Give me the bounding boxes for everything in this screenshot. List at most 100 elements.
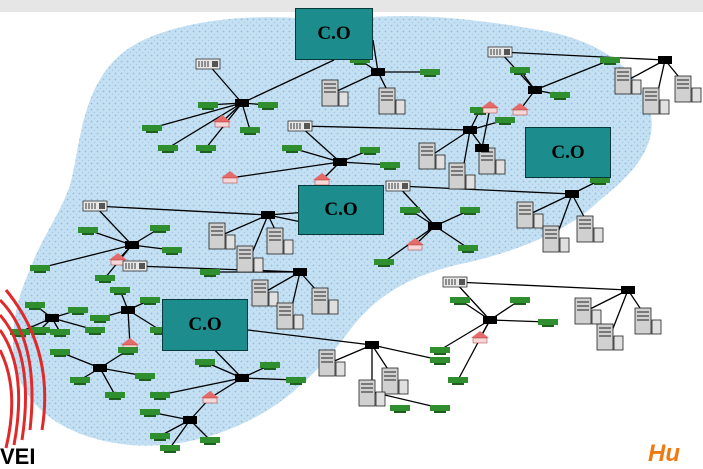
terminal-icon	[258, 102, 278, 110]
computer-tower-icon	[266, 227, 294, 255]
connection-line	[431, 129, 471, 156]
terminal-icon	[240, 127, 260, 135]
terminal-icon	[510, 67, 530, 75]
switch-node-icon	[475, 144, 489, 152]
connection-line	[247, 329, 373, 346]
switch-node-icon	[93, 364, 107, 372]
computer-tower-icon	[321, 79, 349, 107]
modem-icon	[487, 46, 513, 58]
house-icon	[511, 103, 529, 116]
terminal-icon	[448, 377, 468, 385]
terminal-icon	[470, 107, 490, 115]
connection-line	[397, 185, 573, 195]
terminal-icon	[538, 319, 558, 327]
connection-line	[454, 281, 491, 321]
terminal-icon	[390, 405, 410, 413]
connection-line	[299, 125, 341, 163]
house-icon	[471, 331, 489, 344]
switch-node-icon	[261, 211, 275, 219]
computer-tower-icon	[381, 367, 409, 395]
connection-line	[334, 71, 379, 93]
switch-node-icon	[463, 126, 477, 134]
modem-icon	[195, 58, 221, 70]
switch-node-icon	[658, 56, 672, 64]
modem-icon	[82, 200, 108, 212]
terminal-icon	[85, 327, 105, 335]
central-office-bottom-left: C.O	[162, 299, 248, 351]
terminal-icon	[350, 57, 370, 65]
terminal-icon	[374, 259, 394, 267]
computer-tower-icon	[478, 147, 506, 175]
huawei-petal-logo	[0, 289, 47, 449]
connection-line	[241, 102, 251, 131]
connection-line	[94, 205, 133, 246]
terminal-icon	[68, 307, 88, 315]
connection-line	[372, 39, 379, 73]
terminal-icon	[200, 437, 220, 445]
terminal-icon	[162, 247, 182, 255]
switch-node-icon	[365, 341, 379, 349]
switch-node-icon	[125, 241, 139, 249]
computer-tower-icon	[251, 279, 279, 307]
terminal-icon	[135, 373, 155, 381]
terminal-icon	[142, 125, 162, 133]
connection-line	[397, 185, 436, 227]
terminal-icon	[150, 392, 170, 400]
computer-tower-icon	[596, 323, 624, 351]
terminal-icon	[260, 362, 280, 370]
terminal-icon	[150, 327, 170, 335]
terminal-icon	[30, 265, 50, 273]
computer-tower-icon	[574, 297, 602, 325]
terminal-icon	[286, 377, 306, 385]
connection-line	[299, 125, 471, 131]
connection-line	[99, 367, 116, 396]
terminal-icon	[150, 433, 170, 441]
switch-node-icon	[428, 222, 442, 230]
connection-line	[371, 344, 441, 361]
computer-tower-icon	[448, 162, 476, 190]
switch-node-icon	[121, 306, 135, 314]
connection-line	[39, 244, 133, 269]
connection-line	[534, 59, 611, 91]
terminal-icon	[430, 405, 450, 413]
terminal-icon	[30, 327, 50, 335]
computer-tower-icon	[378, 87, 406, 115]
connection-line	[167, 102, 243, 149]
connection-line	[169, 419, 191, 449]
logo-text-left: VEI	[0, 444, 36, 469]
house-icon	[201, 391, 219, 404]
terminal-icon	[118, 347, 138, 355]
computer-tower-icon	[358, 379, 386, 407]
central-office-right: C.O	[525, 127, 611, 178]
modem-icon	[385, 180, 411, 192]
network-nodes	[10, 46, 702, 453]
computer-tower-icon	[208, 222, 236, 250]
switch-node-icon	[235, 374, 249, 382]
connection-line	[94, 205, 269, 216]
terminal-icon	[450, 297, 470, 305]
computer-tower-icon	[418, 142, 446, 170]
switch-node-icon	[183, 416, 197, 424]
terminal-icon	[50, 329, 70, 337]
terminal-icon	[110, 287, 130, 295]
terminal-icon	[360, 147, 380, 155]
terminal-icon	[50, 349, 70, 357]
house-icon	[213, 115, 231, 128]
terminal-icon	[195, 359, 215, 367]
terminal-icon	[196, 145, 216, 153]
terminal-icon	[458, 245, 478, 253]
computer-tower-icon	[311, 287, 339, 315]
terminal-icon	[140, 409, 160, 417]
terminal-icon	[95, 275, 115, 283]
terminal-icon	[105, 392, 125, 400]
top-bar	[0, 0, 703, 12]
terminal-icon	[158, 145, 178, 153]
switch-node-icon	[483, 316, 497, 324]
modem-icon	[442, 276, 468, 288]
switch-node-icon	[45, 314, 59, 322]
terminal-icon	[198, 102, 218, 110]
terminal-icon	[590, 177, 610, 185]
connection-line	[241, 59, 335, 104]
terminal-icon	[380, 162, 400, 170]
connection-line	[454, 281, 629, 291]
